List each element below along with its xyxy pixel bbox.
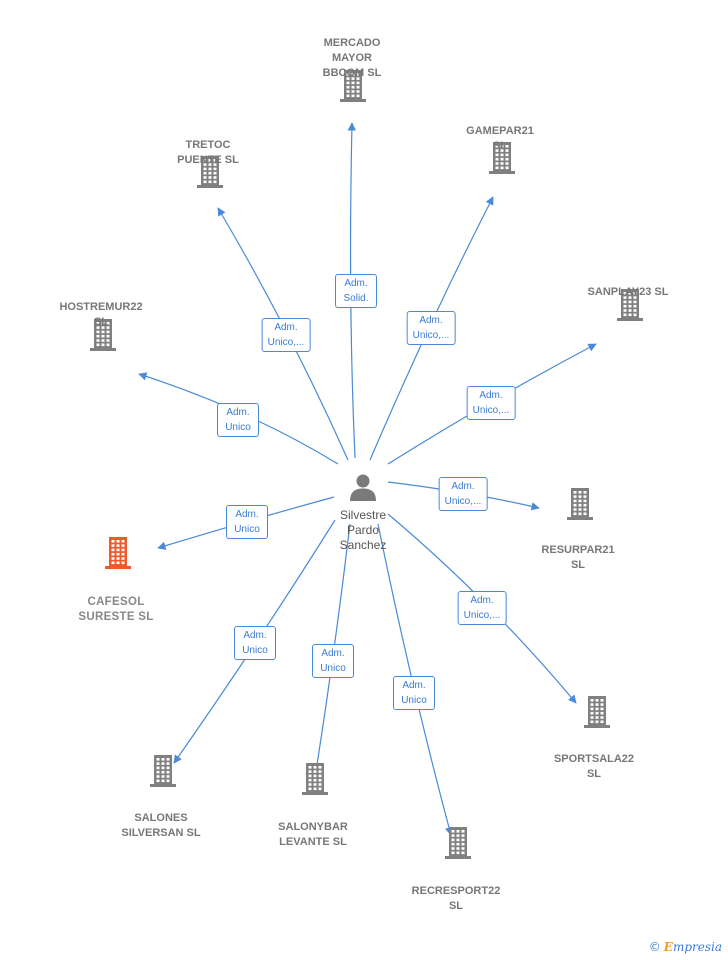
- role-label-gamepar21: Adm. Unico,...: [406, 311, 456, 345]
- building-icon: [567, 488, 593, 520]
- company-node-sportsala22[interactable]: [581, 695, 613, 734]
- company-node-mercado[interactable]: [337, 69, 369, 108]
- role-label-salonybar: Adm. Unico: [312, 644, 354, 678]
- role-label-sportsala22: Adm. Unico,...: [457, 591, 507, 625]
- building-icon: [105, 537, 131, 569]
- building-icon: [617, 289, 643, 321]
- building-icon: [340, 70, 366, 102]
- empresia-watermark: ©Empresia: [649, 940, 722, 954]
- role-label-mercado: Adm. Solid.: [335, 274, 377, 308]
- company-node-recresport22[interactable]: [442, 826, 474, 865]
- company-label-cafesol[interactable]: CAFESOL SURESTE SL: [78, 596, 154, 623]
- company-node-salonybar[interactable]: [299, 762, 331, 801]
- company-node-gamepar21[interactable]: [486, 141, 518, 180]
- company-label-gamepar21[interactable]: GAMEPAR21 SL: [466, 125, 534, 152]
- building-icon: [584, 696, 610, 728]
- role-label-hostremur22: Adm. Unico: [217, 403, 259, 437]
- company-node-sanplay23[interactable]: [614, 288, 646, 327]
- company-label-sportsala22[interactable]: SPORTSALA22 SL: [553, 753, 635, 780]
- building-icon: [150, 755, 176, 787]
- brand-initial: E: [663, 940, 673, 954]
- company-label-resurpar21[interactable]: RESURPAR21 SL: [541, 544, 615, 571]
- person-icon[interactable]: [348, 472, 378, 507]
- company-label-hostremur22[interactable]: HOSTREMUR22 SL: [59, 301, 143, 328]
- building-icon: [445, 827, 471, 859]
- role-label-sanplay23: Adm. Unico,...: [466, 386, 516, 420]
- role-label-recresport22: Adm. Unico: [393, 676, 435, 710]
- company-label-tretoc[interactable]: TRETOC PUENTE SL: [177, 139, 239, 166]
- company-label-mercado[interactable]: MERCADO MAYOR BBCOM SL: [322, 37, 382, 79]
- company-label-salonybar[interactable]: SALONYBAR LEVANTE SL: [278, 821, 348, 848]
- building-icon: [197, 156, 223, 188]
- company-node-tretoc[interactable]: [194, 155, 226, 194]
- company-label-sanplay23[interactable]: SANPLAY23 SL: [587, 286, 669, 298]
- company-node-salones[interactable]: [147, 754, 179, 793]
- building-icon: [489, 142, 515, 174]
- company-node-resurpar21[interactable]: [564, 487, 596, 526]
- role-label-tretoc: Adm. Unico,...: [261, 318, 311, 352]
- company-node-hostremur22[interactable]: [87, 318, 119, 357]
- building-icon: [90, 319, 116, 351]
- building-icon: [302, 763, 328, 795]
- role-label-resurpar21: Adm. Unico,...: [438, 477, 488, 511]
- person-name-label[interactable]: Silvestre Pardo Sanchez: [339, 508, 387, 552]
- role-label-salones: Adm. Unico: [234, 626, 276, 660]
- brand-name: mpresia: [672, 940, 722, 954]
- role-label-cafesol: Adm. Unico: [226, 505, 268, 539]
- company-label-salones[interactable]: SALONES SILVERSAN SL: [121, 812, 201, 839]
- copyright-icon: ©: [648, 940, 661, 954]
- company-node-cafesol[interactable]: [102, 536, 134, 575]
- company-label-recresport22[interactable]: RECRESPORT22 SL: [411, 885, 501, 912]
